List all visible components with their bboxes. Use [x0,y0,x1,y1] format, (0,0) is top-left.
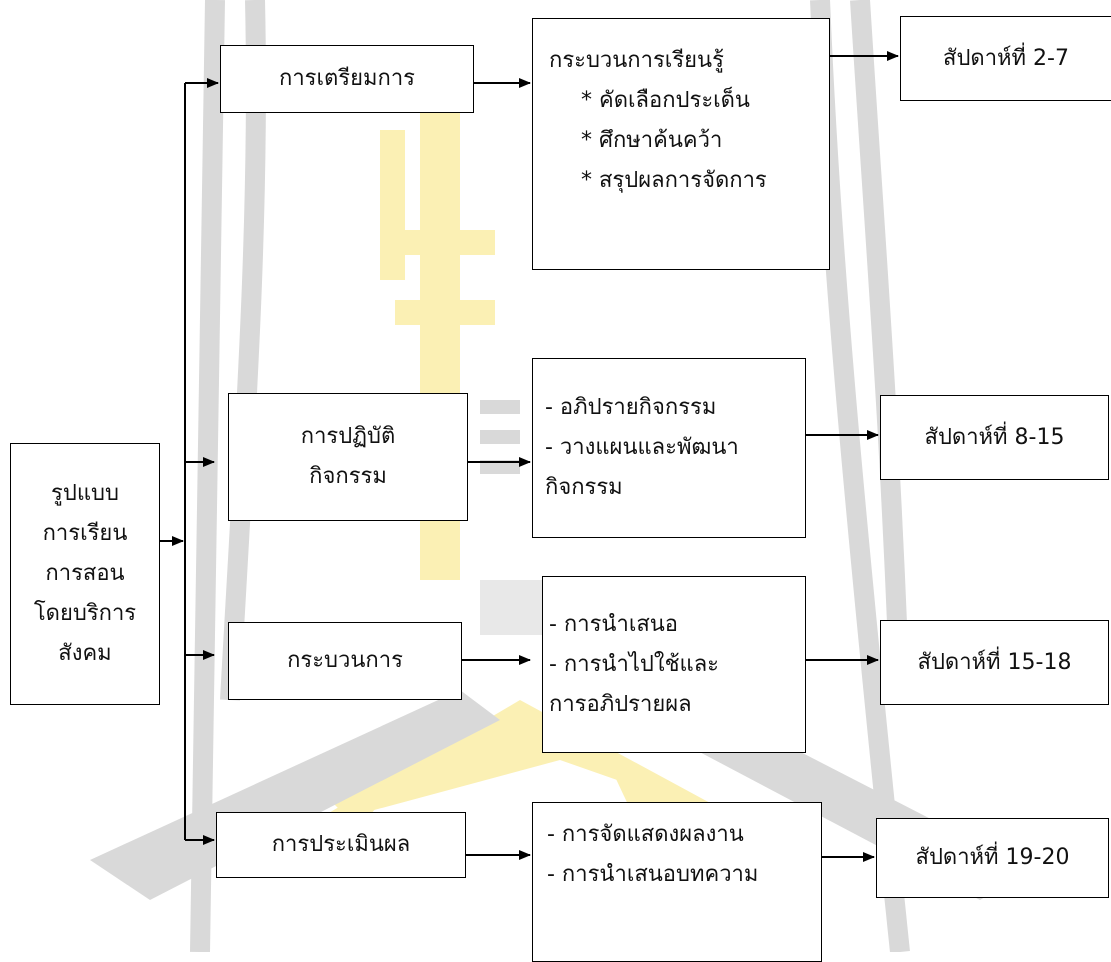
week-box-process: สัปดาห์ที่ 15-18 [880,620,1109,705]
detail-item: * คัดเลือกประเด็น [581,88,750,113]
week-label: สัปดาห์ที่ 19-20 [915,845,1070,870]
detail-box-preparation: กระบวนการเรียนรู้ * คัดเลือกประเด็น * ศึ… [532,18,830,270]
root-line: โดยบริการ [33,601,137,626]
root-line: การเรียน [42,521,128,546]
week-label: สัปดาห์ที่ 8-15 [924,424,1065,450]
root-line: รูปแบบ [51,481,119,506]
detail-item: * สรุปผลการจัดการ [581,168,767,193]
stage-box-preparation: การเตรียมการ [220,45,474,113]
detail-item: - อภิปรายกิจกรรม [545,395,717,420]
detail-heading: กระบวนการเรียนรู้ [549,48,724,73]
stage-label-line: การปฏิบัติ [300,424,396,449]
detail-item: - วางแผนและพัฒนา [545,435,739,460]
stage-label: กระบวนการ [287,648,403,673]
detail-box-evaluation: - การจัดแสดงผลงาน - การนำเสนอบทความ [532,802,822,962]
detail-item: - การจัดแสดงผลงาน [547,822,744,847]
detail-box-activity: - อภิปรายกิจกรรม - วางแผนและพัฒนา กิจกรร… [532,358,806,538]
detail-item: การอภิปรายผล [549,691,692,717]
stage-label: การปฏิบัติ กิจกรรม [301,417,395,497]
root-box: รูปแบบ การเรียน การสอน โดยบริการ สังคม [10,443,160,705]
week-box-activity: สัปดาห์ที่ 8-15 [880,395,1109,480]
detail-item: - การนำเสนอ [549,611,679,637]
root-line: สังคม [58,641,112,666]
root-label: รูปแบบ การเรียน การสอน โดยบริการ สังคม [34,474,136,674]
week-label: สัปดาห์ที่ 2-7 [943,45,1069,71]
stage-box-process: กระบวนการ [228,622,462,700]
stage-label: การเตรียมการ [279,66,415,91]
week-label: สัปดาห์ที่ 15-18 [917,649,1072,675]
stage-box-activity: การปฏิบัติ กิจกรรม [228,393,468,521]
stage-label-line: กิจกรรม [309,464,387,489]
root-line: การสอน [45,561,125,586]
week-box-evaluation: สัปดาห์ที่ 19-20 [876,818,1109,898]
detail-item: * ศึกษาค้นคว้า [581,128,723,153]
detail-item: - การนำไปใช้และ [549,651,719,677]
detail-item: กิจกรรม [545,475,623,500]
detail-box-process: - การนำเสนอ - การนำไปใช้และ การอภิปรายผล [542,576,806,753]
stage-box-evaluation: การประเมินผล [216,812,466,878]
stage-label: การประเมินผล [271,832,411,857]
week-box-preparation: สัปดาห์ที่ 2-7 [900,16,1111,101]
detail-item: - การนำเสนอบทความ [547,862,759,887]
